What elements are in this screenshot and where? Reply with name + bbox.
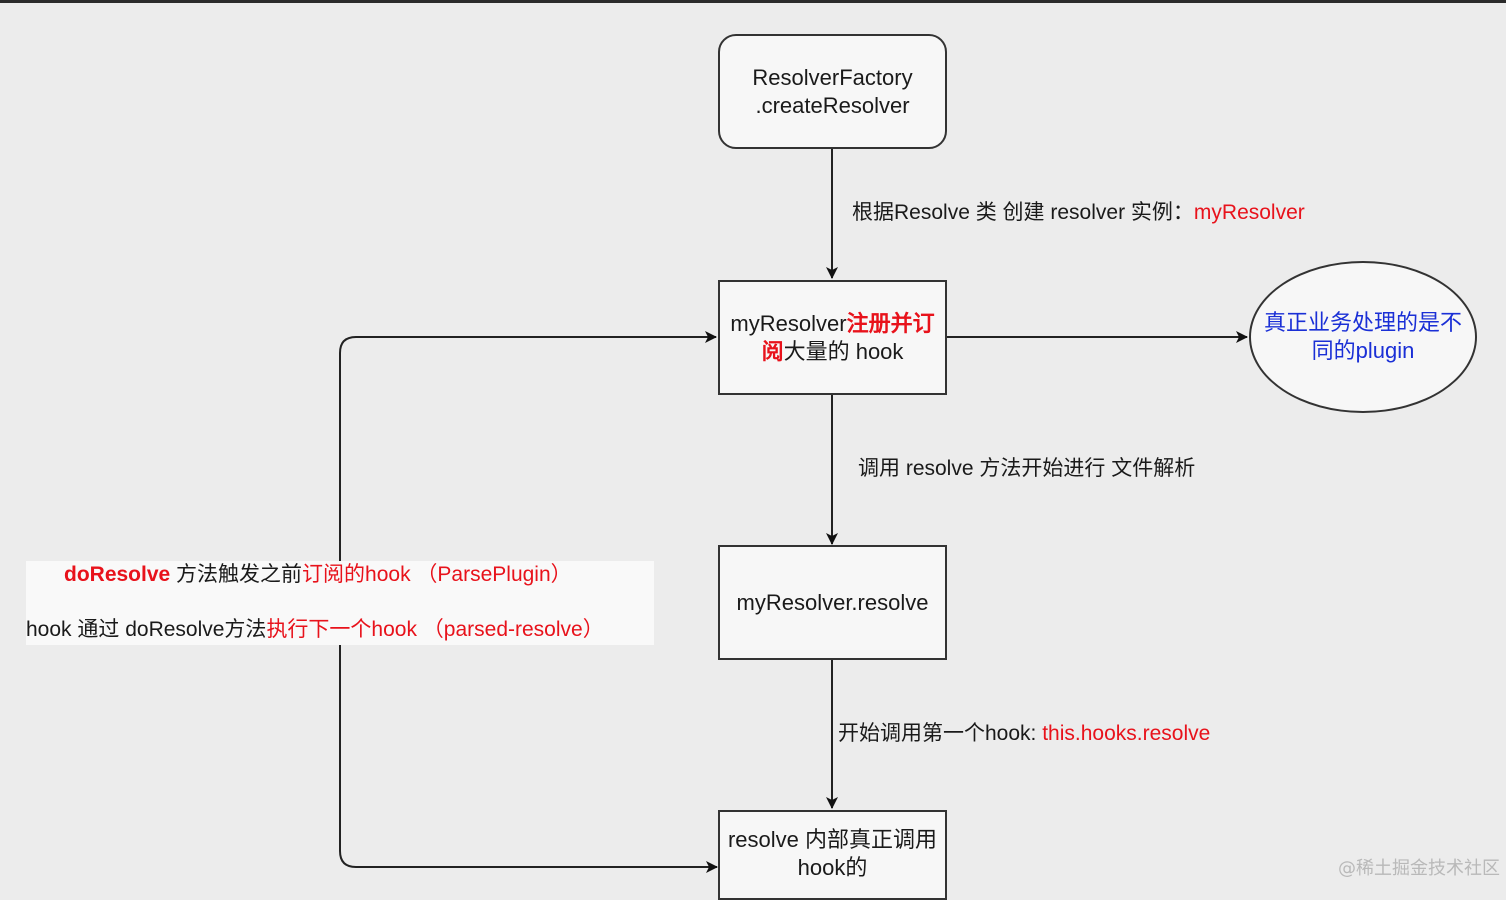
watermark: @稀土掘金技术社区 — [1338, 858, 1500, 879]
register-part1: myResolver — [730, 310, 847, 336]
loop-note — [26, 561, 654, 645]
resolve-hook-line1: resolve 内部真正调用 — [727, 827, 938, 852]
register-part2: 注册并订 — [846, 310, 935, 336]
note2-text: hook 通过 doResolve方法 — [26, 618, 267, 641]
resolve-hook-line2: hook的 — [797, 855, 868, 880]
first-hook-highlight: this.hooks.resolve — [1042, 722, 1211, 745]
create-label-text: 根据Resolve 类 创建 resolver 实例： — [852, 201, 1194, 224]
edge-label-create: 根据Resolve 类 创建 resolver 实例：myResolver — [852, 200, 1305, 226]
resolve-call-text: myResolver.resolve — [736, 589, 929, 615]
factory-line1: ResolverFactory — [752, 64, 913, 90]
note2-highlight: 执行下一个hook （parsed-resolve） — [266, 618, 604, 641]
note-line1: doResolve 方法触发之前订阅的hook （ParsePlugin） — [64, 562, 572, 588]
edge-label-start-resolve: 调用 resolve 方法开始进行 文件解析 — [858, 456, 1195, 482]
note1-text: 方法触发之前 — [170, 563, 303, 586]
note1-highlight: 订阅的hook （ParsePlugin） — [302, 563, 572, 586]
factory-node: ResolverFactory .createResolver — [718, 34, 947, 149]
register-part4: 大量的 hook — [783, 338, 904, 364]
resolve-call-node: myResolver.resolve — [718, 545, 947, 660]
register-part3: 阅 — [761, 338, 784, 364]
resolve-hook-node: resolve 内部真正调用 hook的 — [718, 810, 947, 900]
start-resolve-text: 调用 resolve 方法开始进行 文件解析 — [858, 457, 1196, 480]
create-label-highlight: myResolver — [1193, 201, 1305, 224]
plugin-line2: 同的plugin — [1311, 338, 1415, 363]
edge-label-first-hook: 开始调用第一个hook: this.hooks.resolve — [838, 721, 1210, 747]
note1-bold: doResolve — [64, 563, 171, 586]
note-line2: hook 通过 doResolve方法执行下一个hook （parsed-res… — [26, 617, 604, 643]
factory-line2: .createResolver — [755, 92, 910, 118]
plugin-line1: 真正业务处理的是不 — [1263, 310, 1462, 335]
register-node: myResolver注册并订 阅大量的 hook — [718, 280, 947, 395]
plugin-node: 真正业务处理的是不 同的plugin — [1249, 261, 1477, 413]
first-hook-text: 开始调用第一个hook: — [838, 722, 1043, 745]
top-bar — [0, 0, 1506, 3]
